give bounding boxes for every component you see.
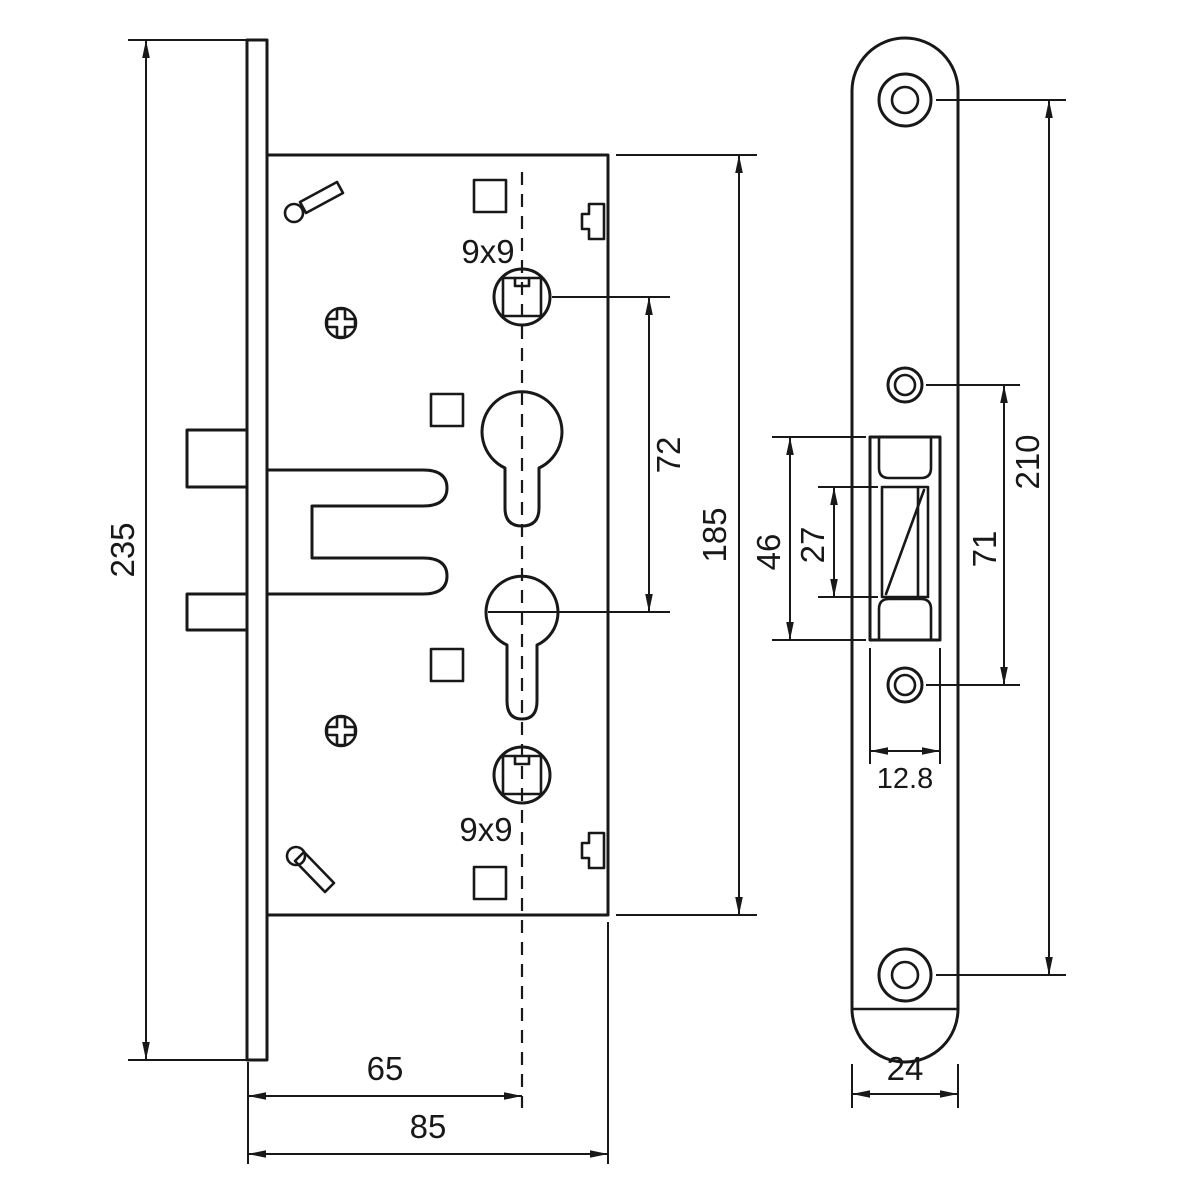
screw-hole-mid-lower xyxy=(886,666,924,704)
lever-pivot-icon xyxy=(285,845,307,867)
dim-label-46: 46 xyxy=(750,534,787,571)
lock-body-dimensions: 235 72 185 65 85 9x9 9x9 xyxy=(104,39,757,1164)
cross-icon xyxy=(325,307,357,339)
label-spindle-top-9x9: 9x9 xyxy=(461,233,514,270)
latch-bolt xyxy=(185,428,249,489)
dim-210: 210 xyxy=(936,99,1066,976)
lever-pivot-icon xyxy=(283,202,305,224)
fixing-hole-square xyxy=(472,865,508,901)
edge-clip-bottom xyxy=(580,831,606,870)
dim-71: 71 xyxy=(926,384,1020,686)
phillips-screw-bottom xyxy=(324,714,358,748)
dim-label-85: 85 xyxy=(410,1108,447,1145)
cutout-neck-top xyxy=(877,435,933,480)
fixing-hole-square xyxy=(429,647,465,683)
dim-label-72: 72 xyxy=(650,437,687,474)
dim-12-8: 12.8 xyxy=(869,648,941,795)
screw-hole-mid-upper xyxy=(886,366,924,404)
bolt-fork xyxy=(265,468,449,596)
cutout-neck-bottom xyxy=(877,597,933,642)
spindle-notch xyxy=(513,754,531,766)
phillips-screw-top xyxy=(324,306,358,340)
dim-label-24: 24 xyxy=(887,1050,924,1087)
dim-label-185: 185 xyxy=(696,507,733,562)
dim-72: 72 xyxy=(488,296,687,613)
dim-235: 235 xyxy=(104,39,247,1061)
lever-bottom xyxy=(285,845,336,894)
dim-24: 24 xyxy=(851,1050,959,1108)
lever-arm xyxy=(298,180,345,215)
dim-label-210: 210 xyxy=(1009,434,1046,489)
latch-bolt-front xyxy=(880,485,930,599)
dim-85: 85 xyxy=(248,922,609,1164)
dim-label-12-8: 12.8 xyxy=(877,763,933,795)
fixing-hole-square xyxy=(472,178,508,214)
dim-46: 46 xyxy=(750,436,866,641)
lock-body-view xyxy=(185,38,610,1108)
fixing-hole-square xyxy=(429,392,465,428)
dim-label-71: 71 xyxy=(966,531,1003,568)
cylinder-keyhole-bottom xyxy=(484,574,560,721)
cross-icon xyxy=(325,715,357,747)
dim-label-27: 27 xyxy=(794,527,831,564)
dead-bolt xyxy=(185,592,249,632)
screw-hole-bottom xyxy=(877,947,933,1003)
dim-65: 65 xyxy=(247,1050,522,1164)
latch-cutout xyxy=(868,435,942,642)
lever-arm xyxy=(293,850,336,894)
faceplate-view xyxy=(850,36,960,1064)
dim-label-65: 65 xyxy=(367,1050,404,1087)
label-spindle-bottom-9x9: 9x9 xyxy=(459,811,512,848)
dim-27: 27 xyxy=(794,486,878,598)
dim-185: 185 xyxy=(616,154,757,916)
screw-circle-icon xyxy=(324,714,358,748)
faceplate-side-profile xyxy=(245,38,269,1062)
screw-hole-top xyxy=(877,72,933,128)
faceplate-dimensions: 46 27 12.8 71 210 xyxy=(750,99,1066,1108)
lock-case-outline xyxy=(265,153,610,917)
lever-top xyxy=(283,180,345,224)
cutout-outline xyxy=(868,435,942,642)
dim-label-235: 235 xyxy=(104,522,141,577)
screw-circle-icon xyxy=(324,306,358,340)
faceplate-outline xyxy=(850,36,960,1064)
edge-clip-top xyxy=(580,202,606,241)
